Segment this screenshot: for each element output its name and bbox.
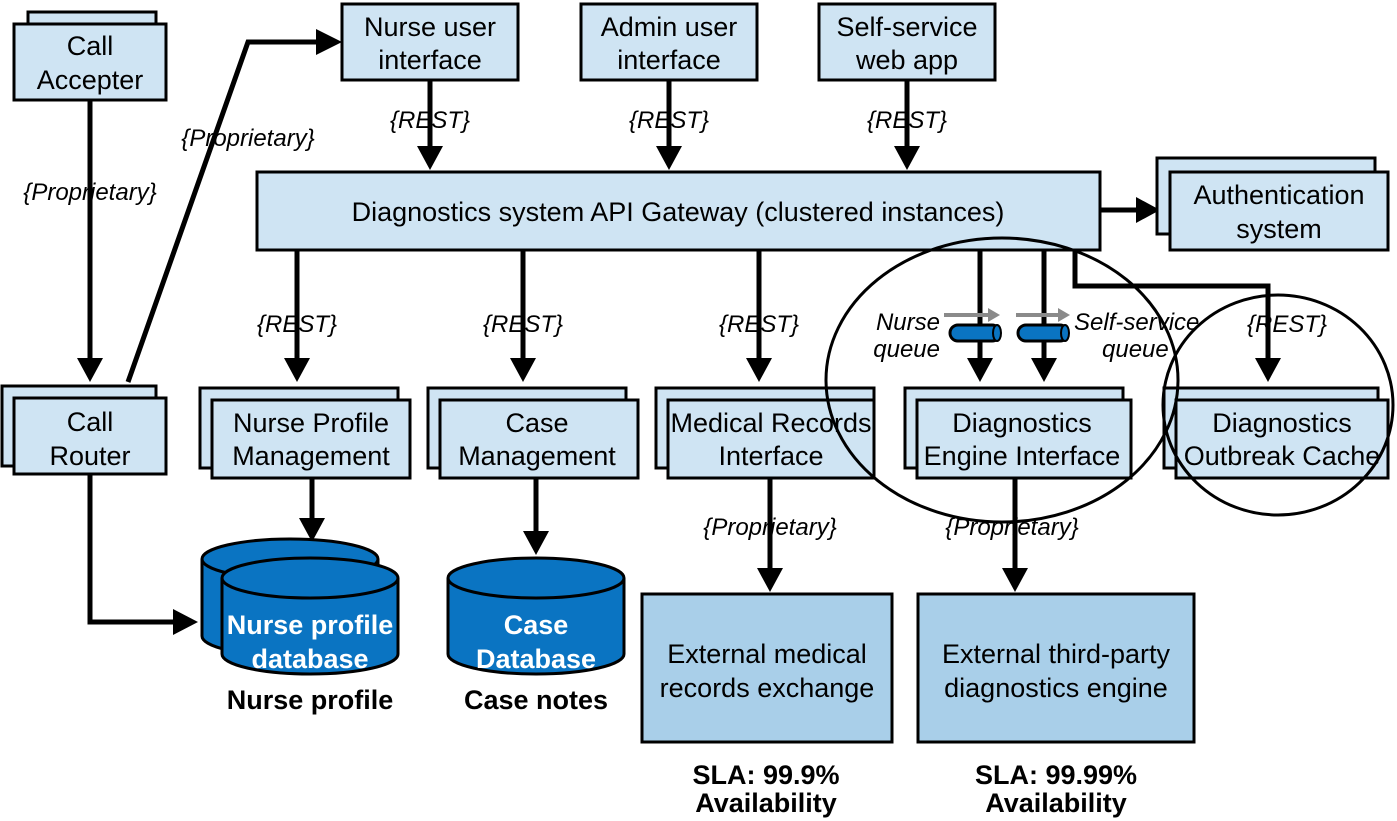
admin-ui-label-2: interface (617, 45, 721, 75)
call-accepter-label-2: Accepter (37, 65, 144, 95)
sla-diag-2: Availability (985, 788, 1127, 818)
auth-system-node[interactable]: Authentication system (1155, 156, 1390, 252)
case-database[interactable]: Case Database (446, 556, 626, 676)
diag-outbreak-cache-label-1: Diagnostics (1212, 408, 1352, 438)
label-rest-outbreak-cache: {REST} (1247, 311, 1327, 338)
case-mgmt-label-1: Case (505, 408, 568, 438)
diag-engine-if-node[interactable]: Diagnostics Engine Interface (903, 386, 1133, 480)
diag-outbreak-cache-node[interactable]: Diagnostics Outbreak Cache (1162, 386, 1390, 480)
api-gateway-label: Diagnostics system API Gateway (clustere… (352, 197, 1005, 227)
auth-system-label-2: system (1236, 214, 1322, 244)
medical-records-if-label-2: Interface (718, 441, 823, 471)
call-accepter-node[interactable]: Call Accepter (12, 10, 168, 102)
nurse-ui-label-1: Nurse user (364, 12, 496, 42)
nurse-profile-mgmt-node[interactable]: Nurse Profile Management (198, 386, 412, 480)
api-gateway-node[interactable]: Diagnostics system API Gateway (clustere… (255, 170, 1102, 252)
nurse-profile-database[interactable]: Nurse profile database (200, 537, 400, 676)
selfservice-queue: Self-service queue (1016, 308, 1199, 363)
medical-records-if-label-1: Medical Records (670, 408, 871, 438)
nurse-queue: Nurse queue (873, 308, 1002, 363)
label-proprietary-accepter-router: {Proprietary} (23, 179, 156, 206)
nurse-profile-db-label-2: database (251, 644, 368, 674)
ext-medical-label-2: records exchange (660, 673, 875, 703)
label-rest-case-mgmt: {REST} (483, 311, 563, 338)
nurse-profile-db-label-1: Nurse profile (227, 610, 394, 640)
selfservice-app-node[interactable]: Self-service web app (817, 2, 997, 82)
case-db-label-2: Database (476, 644, 596, 674)
external-medical-records-node[interactable]: External medical records exchange (640, 592, 894, 744)
diag-engine-if-label-2: Engine Interface (924, 441, 1121, 471)
selfservice-queue-label-2: queue (1102, 336, 1169, 363)
nurse-profile-mgmt-label-2: Management (232, 441, 390, 471)
medical-records-if-node[interactable]: Medical Records Interface (654, 386, 876, 480)
label-rest-admin-ui: {REST} (629, 107, 709, 134)
label-proprietary-router-nurse-ui: {Proprietary} (181, 125, 314, 152)
case-mgmt-label-2: Management (458, 441, 616, 471)
case-mgmt-node[interactable]: Case Management (426, 386, 640, 480)
diag-outbreak-cache-label-2: Outbreak Cache (1184, 441, 1381, 471)
label-proprietary-medical-ext: {Proprietary} (703, 514, 836, 541)
highlight-circle-outbreak-cache (1161, 293, 1395, 517)
case-db-label-1: Case (504, 610, 569, 640)
sla-diag-1: SLA: 99.99% (975, 760, 1137, 790)
ext-diag-label-1: External third-party (942, 639, 1171, 669)
call-router-label-2: Router (49, 441, 130, 471)
nurse-queue-label-2: queue (873, 336, 940, 363)
ext-medical-label-1: External medical (667, 639, 867, 669)
label-rest-selfservice: {REST} (867, 107, 947, 134)
sla-medical-1: SLA: 99.9% (692, 760, 839, 790)
label-rest-medical: {REST} (719, 311, 799, 338)
external-diagnostics-engine-node[interactable]: External third-party diagnostics engine (916, 592, 1196, 744)
selfservice-app-label-1: Self-service (836, 12, 977, 42)
nurse-queue-label-1: Nurse (876, 309, 940, 336)
call-accepter-label-1: Call (67, 31, 114, 61)
selfservice-queue-label-1: Self-service (1074, 309, 1199, 336)
admin-ui-node[interactable]: Admin user interface (579, 2, 759, 82)
call-router-label-1: Call (67, 407, 114, 437)
call-router-node[interactable]: Call Router (0, 384, 168, 476)
auth-system-label-1: Authentication (1193, 180, 1364, 210)
highlight-circle-diagnostics-engine (824, 236, 1180, 524)
nurse-profile-caption: Nurse profile (227, 685, 394, 715)
label-rest-nurse-ui: {REST} (390, 107, 470, 134)
diag-engine-if-label-1: Diagnostics (952, 408, 1092, 438)
nurse-profile-mgmt-label-1: Nurse Profile (233, 408, 389, 438)
case-notes-caption: Case notes (464, 685, 608, 715)
admin-ui-label-1: Admin user (601, 12, 738, 42)
ext-diag-label-2: diagnostics engine (944, 673, 1168, 703)
nurse-ui-node[interactable]: Nurse user interface (340, 2, 520, 82)
selfservice-app-label-2: web app (855, 45, 958, 75)
sla-medical-2: Availability (695, 788, 837, 818)
nurse-ui-label-2: interface (378, 45, 482, 75)
label-rest-nurse-profile: {REST} (257, 311, 337, 338)
